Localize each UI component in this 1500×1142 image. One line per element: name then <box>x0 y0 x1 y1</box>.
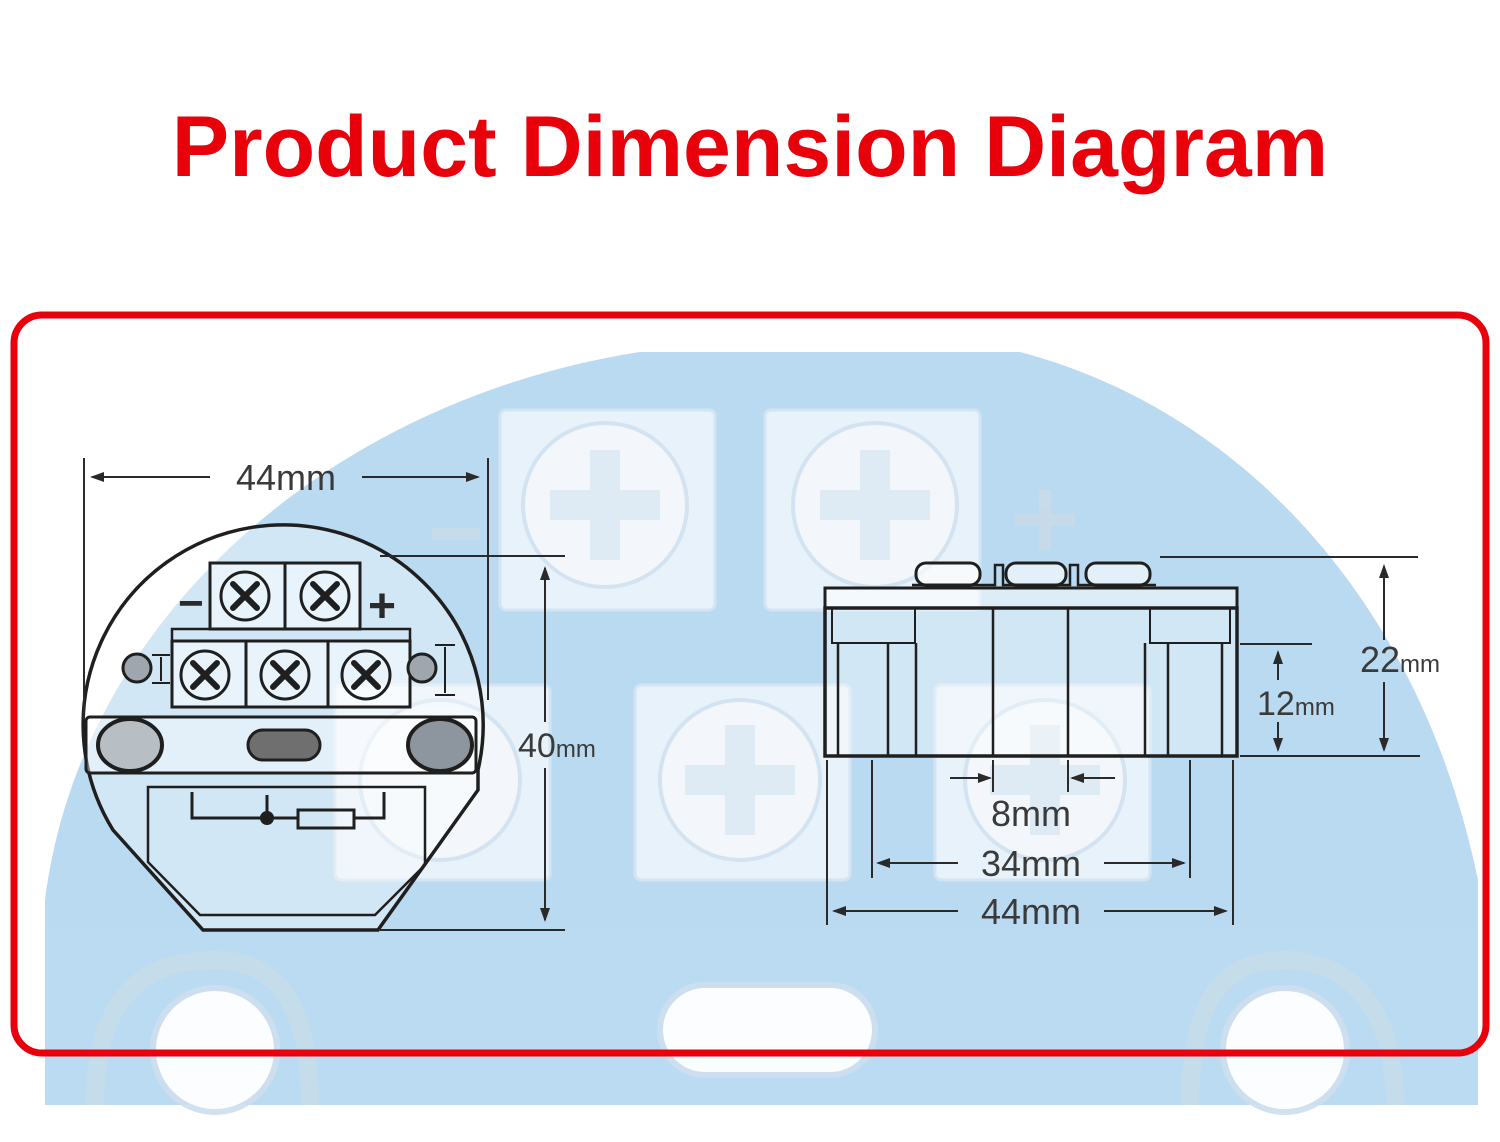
side-view <box>823 561 1239 758</box>
side-height-body-value: 12 <box>1257 685 1295 723</box>
red-frame <box>10 311 1490 1057</box>
page-title: Product Dimension Diagram <box>171 99 1329 195</box>
front-view <box>81 523 485 932</box>
side-gap-value: 8 <box>991 793 1011 834</box>
front-width-unit: mm <box>276 457 336 498</box>
side-height-body-dimension <box>1240 643 1312 752</box>
side-height-total-dimension <box>1160 556 1420 757</box>
side-outer-width-dimension <box>826 760 1234 925</box>
side-height-total-unit: mm <box>1400 651 1440 678</box>
side-height-body-label: 12mm <box>1257 685 1335 723</box>
side-gap-unit: mm <box>1011 793 1071 834</box>
side-outer-width-label: 44mm <box>981 891 1081 932</box>
side-inner-width-unit: mm <box>1021 843 1081 884</box>
side-outer-width-value: 44 <box>981 891 1021 932</box>
side-inner-width-dimension <box>871 760 1191 878</box>
side-height-body-unit: mm <box>1295 694 1335 721</box>
side-inner-width-label: 34mm <box>981 843 1081 884</box>
front-height-value: 40 <box>518 727 556 765</box>
side-outer-width-unit: mm <box>1021 891 1081 932</box>
front-height-unit: mm <box>556 736 596 763</box>
front-height-dimension <box>380 555 565 931</box>
terminal-minus-label: − <box>178 579 204 628</box>
terminal-plus-label: + <box>368 580 396 633</box>
front-width-label: 44mm <box>236 457 336 498</box>
front-width-value: 44 <box>236 457 276 498</box>
side-height-total-label: 22mm <box>1360 639 1440 680</box>
front-height-label: 40mm <box>518 727 596 765</box>
side-height-total-value: 22 <box>1360 639 1400 680</box>
front-width-dimension <box>83 458 489 720</box>
background-device <box>45 352 1478 1115</box>
side-gap-dimension <box>950 760 1115 792</box>
side-inner-width-value: 34 <box>981 843 1021 884</box>
side-gap-label: 8mm <box>991 793 1071 834</box>
